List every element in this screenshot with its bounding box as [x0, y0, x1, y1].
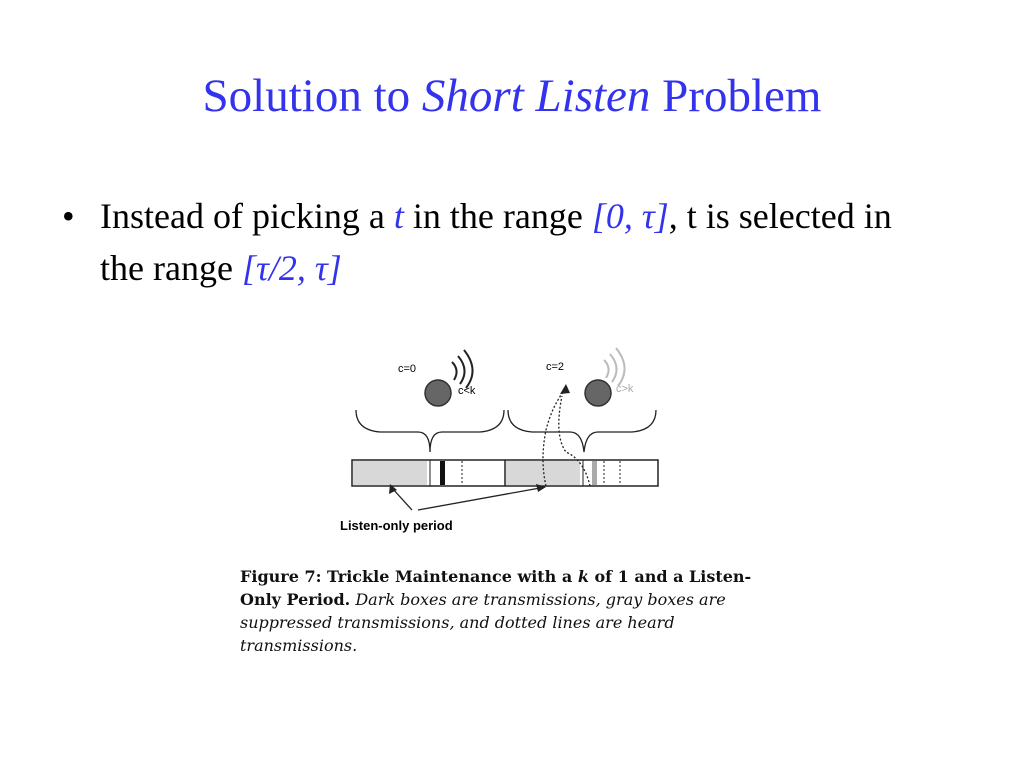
- title-part-1: Solution to: [202, 70, 422, 122]
- bullet-seg-3: in the range: [403, 196, 592, 236]
- label-c2: c=2: [546, 361, 564, 373]
- suppressed-transmission-box: [592, 461, 597, 485]
- transmission-box: [440, 461, 445, 485]
- node-icon-2: [584, 379, 612, 407]
- listen-arrow-right: [417, 487, 541, 511]
- slide-title: Solution to Short Listen Problem: [0, 66, 1024, 126]
- listen-only-label: Listen-only period: [340, 518, 453, 533]
- caption-rest: Dark boxes are transmissions, gray boxes…: [240, 590, 726, 655]
- caption-bold-1: Figure 7: Trickle Maintenance with a: [240, 567, 578, 586]
- bullet-seg-1: Instead of picking a: [100, 196, 394, 236]
- bullet-marker: •: [62, 196, 75, 236]
- label-c0: c=0: [398, 363, 416, 375]
- node-icon: [424, 379, 452, 407]
- bullet-seg-2: t: [393, 196, 404, 236]
- bullet-seg-5: , t is selected in the range: [100, 196, 892, 288]
- arrowhead-icon-2: [389, 484, 397, 494]
- label-c-less-k: c<k: [458, 385, 476, 397]
- bullet-seg-4: [0, τ]: [591, 196, 669, 236]
- caption-bold-2: of 1 and a Listen-Only Period.: [240, 567, 752, 609]
- trickle-diagram: c=0 c<k c=2 c>k Listen-only period: [340, 347, 659, 533]
- bullet-text: Instead of picking a t in the range [0, …: [100, 190, 940, 294]
- broadcast-icon: [451, 349, 474, 389]
- heard-transmission-line: [542, 387, 567, 487]
- interval-brace-right: [507, 409, 657, 453]
- title-part-3: Problem: [650, 70, 822, 122]
- listen-arrow-left: [391, 487, 413, 511]
- listen-only-segment-1: [353, 461, 427, 485]
- figure-caption: Figure 7: Trickle Maintenance with a k o…: [240, 565, 760, 657]
- interval-brace-left: [355, 409, 505, 453]
- title-part-2: Short Listen: [421, 70, 651, 122]
- arrowhead-icon: [560, 384, 570, 394]
- caption-k: k: [577, 567, 589, 586]
- arrowhead-icon-3: [536, 484, 546, 492]
- bullet-seg-6: [τ/2, τ]: [241, 248, 342, 288]
- label-c-greater-k: c>k: [616, 383, 634, 395]
- suppressed-broadcast-icon: [603, 347, 626, 387]
